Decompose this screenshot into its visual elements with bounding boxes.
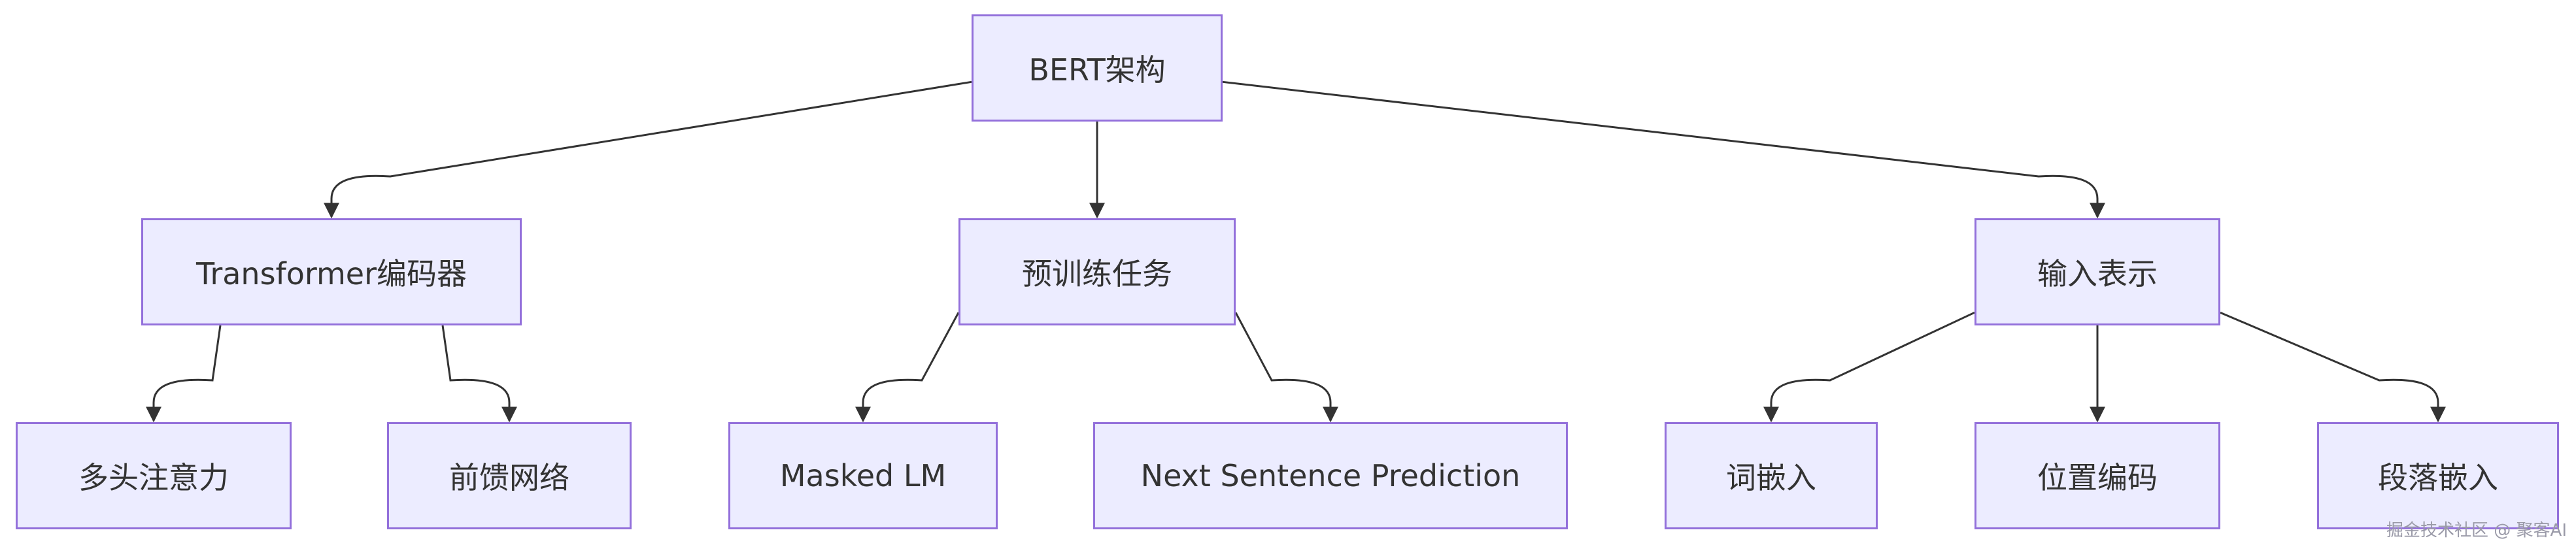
node-label: 词嵌入 <box>1726 460 1816 495</box>
edge-input-to-seg_emb <box>2220 311 2446 423</box>
edge-root-to-encoder <box>324 80 972 219</box>
node-label: 段落嵌入 <box>2378 460 2498 495</box>
node-feed-forward-network[interactable]: 前馈网络 <box>387 422 632 529</box>
node-label: 预训练任务 <box>1022 256 1172 291</box>
node-pretraining-tasks[interactable]: 预训练任务 <box>958 218 1236 325</box>
node-label: Transformer编码器 <box>195 256 467 291</box>
node-label: 输入表示 <box>2037 256 2158 291</box>
node-label: BERT架构 <box>1028 52 1166 88</box>
watermark: 掘金技术社区 @ 聚客AI <box>2386 521 2567 540</box>
edge-input-to-token_emb <box>1763 311 1975 423</box>
edge-pretrain-to-mlm <box>855 312 960 423</box>
node-next-sentence-prediction[interactable]: Next Sentence Prediction <box>1093 422 1568 529</box>
edge-encoder-to-mha <box>146 325 222 423</box>
node-label: Next Sentence Prediction <box>1140 458 1521 493</box>
node-masked-lm[interactable]: Masked LM <box>728 422 998 529</box>
node-label: 前馈网络 <box>449 460 569 495</box>
edge-pretrain-to-nsp <box>1234 312 1338 423</box>
node-label: Masked LM <box>779 458 947 493</box>
node-input-representation[interactable]: 输入表示 <box>1974 218 2220 325</box>
node-label: 多头注意力 <box>78 460 229 495</box>
node-position-encoding[interactable]: 位置编码 <box>1974 422 2220 529</box>
node-transformer-encoder[interactable]: Transformer编码器 <box>141 218 522 325</box>
node-label: 位置编码 <box>2037 460 2158 495</box>
node-multi-head-attention[interactable]: 多头注意力 <box>16 422 292 529</box>
node-bert-architecture[interactable]: BERT架构 <box>972 14 1223 122</box>
node-segment-embedding[interactable]: 段落嵌入 <box>2317 422 2559 529</box>
node-token-embedding[interactable]: 词嵌入 <box>1665 422 1878 529</box>
edge-encoder-to-ffn <box>441 325 517 423</box>
edge-root-to-input <box>1222 80 2105 219</box>
